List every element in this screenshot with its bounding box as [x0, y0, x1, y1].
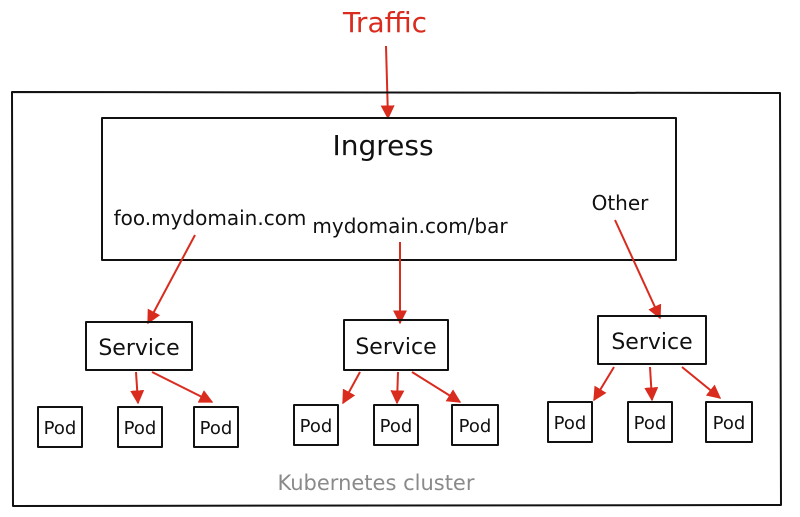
service-middle-to-pod-3-arrow	[411, 371, 462, 403]
pod-right-3: Pod	[705, 401, 753, 443]
pod-label: Pod	[44, 418, 77, 439]
pod-label: Pod	[380, 416, 413, 437]
service-right-label: Service	[611, 330, 692, 355]
pod-label: Pod	[124, 418, 157, 439]
service-middle-to-pod-2-arrow	[390, 371, 405, 405]
ingress-label: Ingress	[332, 129, 433, 162]
pod-label: Pod	[554, 413, 587, 434]
pod-left-3: Pod	[193, 406, 239, 448]
pod-label: Pod	[713, 413, 746, 434]
service-left-label: Service	[98, 336, 179, 361]
cluster-label: Kubernetes cluster	[278, 471, 475, 495]
pod-label: Pod	[200, 418, 233, 439]
pod-middle-3: Pod	[451, 404, 499, 446]
service-right-to-pod-3-arrow	[681, 366, 722, 399]
service-left-to-pod-2-arrow	[130, 371, 145, 405]
pod-middle-1: Pod	[293, 404, 339, 446]
traffic-arrow	[380, 45, 395, 120]
pod-middle-2: Pod	[373, 404, 419, 446]
pod-right-2: Pod	[627, 401, 673, 443]
service-middle-label: Service	[355, 335, 436, 360]
service-left: Service	[85, 321, 193, 371]
service-right-to-pod-1-arrow	[593, 366, 615, 402]
pod-left-1: Pod	[37, 406, 83, 448]
cluster-boundary	[11, 91, 782, 507]
service-left-to-pod-3-arrow	[151, 371, 214, 403]
pod-label: Pod	[459, 416, 492, 437]
route-arrow-foo	[147, 234, 196, 325]
pod-left-2: Pod	[117, 406, 163, 448]
service-middle-to-pod-1-arrow	[342, 371, 361, 405]
route-label-other: Other	[592, 191, 650, 215]
pod-label: Pod	[634, 413, 667, 434]
service-middle: Service	[343, 319, 449, 371]
service-right: Service	[597, 315, 707, 365]
pod-label: Pod	[300, 416, 333, 437]
traffic-label: Traffic	[342, 6, 427, 39]
route-label-bar: mydomain.com/bar	[312, 214, 508, 238]
service-right-to-pod-2-arrow	[644, 366, 659, 402]
pod-right-1: Pod	[547, 401, 593, 443]
ingress-box	[101, 117, 677, 261]
route-label-foo: foo.mydomain.com	[114, 206, 307, 230]
route-arrow-other	[614, 219, 662, 320]
